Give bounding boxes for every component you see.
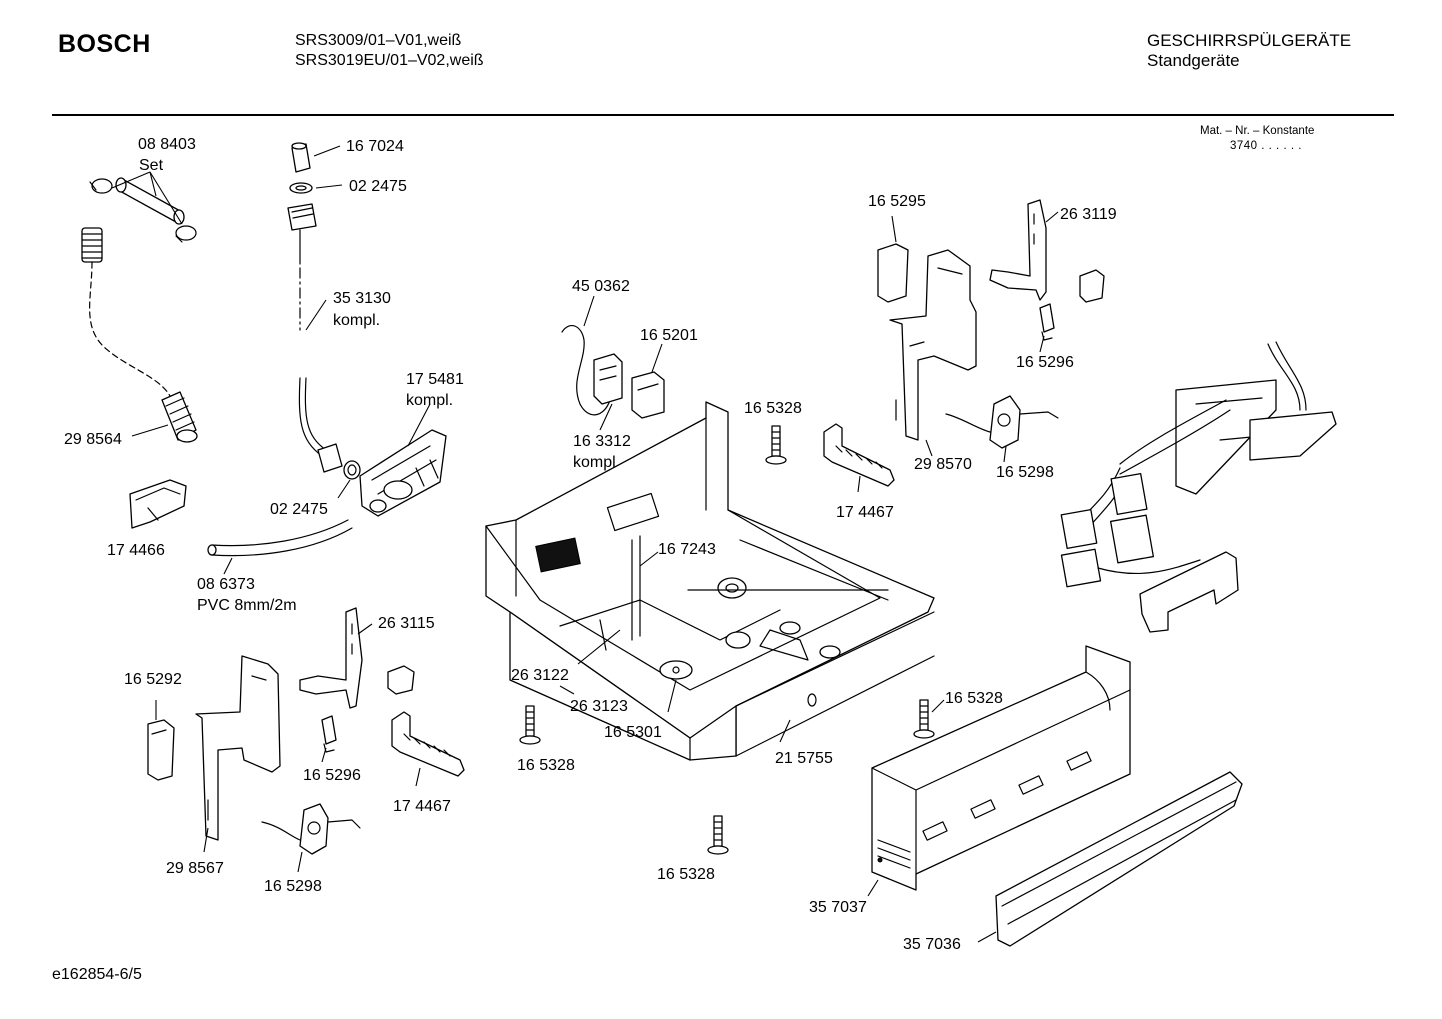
screw-165328a-part[interactable] <box>765 425 787 465</box>
label-298570: 29 8570 <box>914 456 972 473</box>
valve-assembly-part[interactable] <box>359 429 447 517</box>
label-450362: 45 0362 <box>572 278 630 295</box>
label-kompl2: kompl. <box>406 392 453 409</box>
model-line-1: SRS3009/01–V01,weiß <box>295 32 462 49</box>
label-263115: 26 3115 <box>378 615 435 632</box>
label-086373: 08 6373 <box>197 576 255 593</box>
cable-connector-part[interactable] <box>561 324 665 419</box>
model-line-2: SRS3019EU/01–V02,weiß <box>295 52 484 69</box>
drawing-id: e162854-6/5 <box>52 966 142 983</box>
left-plate-298567-part[interactable] <box>195 655 281 841</box>
front-panel-357036-part[interactable] <box>995 771 1243 947</box>
label-165298a: 16 5298 <box>996 464 1054 481</box>
label-263122: 26 3122 <box>511 667 569 684</box>
label-022475b: 02 2475 <box>270 501 328 518</box>
inlet-hose-part[interactable] <box>287 142 361 480</box>
switch-165292-part[interactable] <box>147 719 175 781</box>
label-357037: 35 7037 <box>809 899 867 916</box>
label-165328c: 16 5328 <box>945 690 1003 707</box>
label-174466: 17 4466 <box>107 542 165 559</box>
label-165201: 16 5201 <box>640 327 698 344</box>
label-165328d: 16 5328 <box>657 866 715 883</box>
matnr-label: Mat. – Nr. – Konstante <box>1200 125 1315 137</box>
label-263119: 26 3119 <box>1060 206 1117 223</box>
label-167243: 16 7243 <box>658 541 716 558</box>
wiring-harness-part[interactable] <box>1060 341 1337 633</box>
bracket-174466-part[interactable] <box>129 479 187 529</box>
category-subtitle: Standgeräte <box>1147 51 1240 70</box>
label-165296b: 16 5296 <box>303 767 361 784</box>
label-set: Set <box>139 157 164 174</box>
label-165296a: 16 5296 <box>1016 354 1074 371</box>
label-pvc: PVC 8mm/2m <box>197 597 297 614</box>
label-174467a: 17 4467 <box>836 504 894 521</box>
clamp-set-part[interactable] <box>89 177 197 243</box>
label-088403: 08 8403 <box>138 136 196 153</box>
screw-165328c-part[interactable] <box>913 699 935 739</box>
label-022475a: 02 2475 <box>349 178 407 195</box>
material-number-box: Mat. – Nr. – Konstante 3740 . . . . . . <box>1200 124 1314 154</box>
heater-174467a-part[interactable] <box>823 423 895 487</box>
label-165295: 16 5295 <box>868 193 926 210</box>
label-167024: 16 7024 <box>346 138 404 155</box>
pressure-switch-165298b-part[interactable] <box>261 803 361 855</box>
label-165328b: 16 5328 <box>517 757 575 774</box>
label-263123: 26 3123 <box>570 698 628 715</box>
label-357036: 35 7036 <box>903 936 961 953</box>
label-165292: 16 5292 <box>124 671 182 688</box>
pressure-switch-165298a-part[interactable] <box>945 395 1059 449</box>
left-bracket-263115-part[interactable] <box>299 607 415 709</box>
label-174467b: 17 4467 <box>393 798 451 815</box>
category-title: GESCHIRRSPÜLGERÄTE <box>1147 31 1352 50</box>
label-165298b: 16 5298 <box>264 878 322 895</box>
header-divider <box>52 114 1394 116</box>
base-tub-part[interactable] <box>485 401 935 761</box>
brand-logo: BOSCH <box>58 30 151 58</box>
appliance-category: GESCHIRRSPÜLGERÄTE Standgeräte <box>1147 31 1351 71</box>
label-175481: 17 5481 <box>406 371 464 388</box>
model-numbers: SRS3009/01–V01,weiß SRS3019EU/01–V02,wei… <box>295 31 484 71</box>
pvc-hose-part[interactable] <box>207 519 353 557</box>
label-kompl1: kompl. <box>333 312 380 329</box>
float-switch-165296a-part[interactable] <box>1039 303 1055 341</box>
right-plate-298570-part[interactable] <box>889 249 977 441</box>
label-353130: 35 3130 <box>333 290 391 307</box>
label-165301: 16 5301 <box>604 724 662 741</box>
matnr-value: 3740 . . . . . . <box>1230 140 1302 152</box>
screw-165328d-part[interactable] <box>707 815 729 855</box>
label-165328a: 16 5328 <box>744 400 802 417</box>
float-switch-165296b-part[interactable] <box>321 715 337 753</box>
kick-plate-357037-part[interactable] <box>871 645 1131 891</box>
label-298567: 29 8567 <box>166 860 224 877</box>
drain-hose-part[interactable] <box>81 227 198 443</box>
right-bracket-263119-part[interactable] <box>989 199 1105 303</box>
label-163312: 16 3312 <box>573 433 631 450</box>
label-kompl3: kompl. <box>573 454 620 471</box>
label-298564: 29 8564 <box>64 431 122 448</box>
switch-165295-part[interactable] <box>877 243 909 303</box>
label-215755: 21 5755 <box>775 750 833 767</box>
heater-174467b-part[interactable] <box>391 711 465 777</box>
screw-165328b-part[interactable] <box>519 705 541 745</box>
